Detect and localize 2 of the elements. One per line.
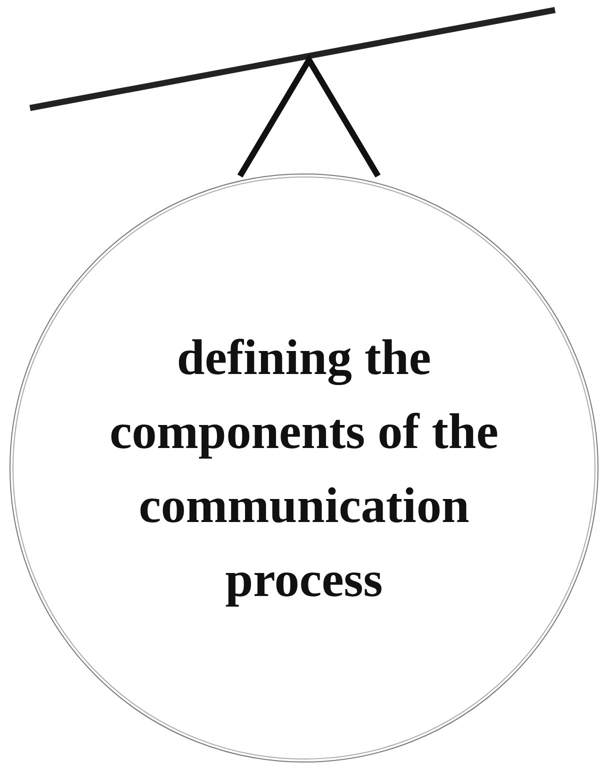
circle-node: [8, 172, 600, 764]
node-label: defining the components of the communication process: [108, 328, 500, 609]
